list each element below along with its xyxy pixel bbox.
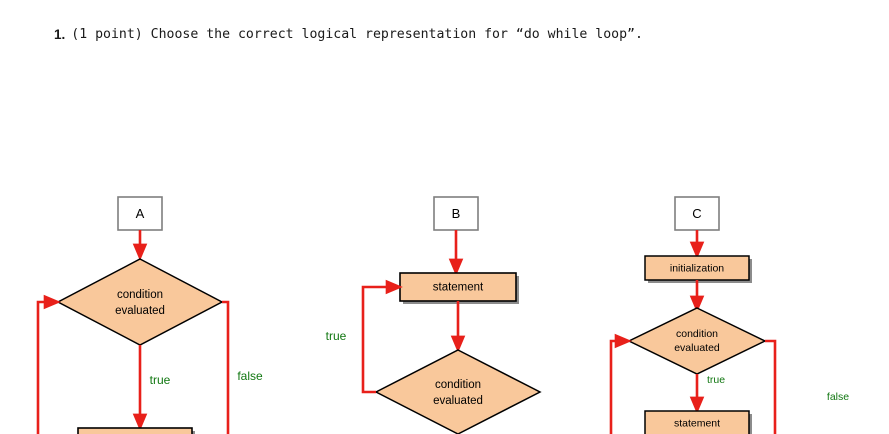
option-a-statement-box: statement xyxy=(77,427,195,434)
option-b-statement-label: statement xyxy=(433,282,484,294)
question-block: 1. (1 point) Choose the correct logical … xyxy=(54,24,754,45)
option-c-condition-line2: evaluated xyxy=(674,342,720,354)
flowchart-option-c[interactable]: C initialization condition evaluated tru… xyxy=(609,196,849,434)
option-a-condition-diamond: condition evaluated xyxy=(56,258,224,346)
option-c-false-label: false xyxy=(827,391,849,403)
option-b-statement-box: statement xyxy=(399,272,519,304)
option-b-true-loop-arrow xyxy=(361,279,403,394)
option-b-condition-line1: condition xyxy=(435,379,481,391)
option-c-tag: C xyxy=(674,196,720,231)
option-c-false-arrow xyxy=(765,339,777,434)
option-a-false-arrow xyxy=(222,300,230,434)
question-text: (1 point) Choose the correct logical rep… xyxy=(71,27,643,42)
option-a-tag-label: A xyxy=(136,206,145,221)
question-number: 1. xyxy=(54,27,66,42)
flowchart-option-a[interactable]: A condition evaluated true statement fal… xyxy=(36,196,263,434)
option-c-loop-back-arrow xyxy=(609,333,632,434)
option-a-loop-back-arrow xyxy=(36,294,61,434)
option-b-tag: B xyxy=(433,196,479,231)
option-c-condition-diamond: condition evaluated xyxy=(627,307,767,375)
option-c-condition-line1: condition xyxy=(676,328,718,340)
flowchart-options-area: A condition evaluated true statement fal… xyxy=(0,92,889,434)
option-b-true-label: true xyxy=(326,329,347,343)
option-b-tag-label: B xyxy=(452,206,461,221)
option-c-tag-label: C xyxy=(692,206,701,221)
option-a-false-label: false xyxy=(237,369,263,383)
option-c-statement-label: statement xyxy=(674,417,720,429)
option-a-condition-line1: condition xyxy=(117,289,163,301)
option-b-condition-line2: evaluated xyxy=(433,395,483,407)
flowchart-option-b[interactable]: B statement condition evaluated true fal… xyxy=(326,196,542,434)
option-a-condition-line2: evaluated xyxy=(115,305,165,317)
option-c-statement-box: statement xyxy=(644,410,752,434)
option-a-true-label: true xyxy=(150,373,171,387)
option-b-condition-diamond: condition evaluated xyxy=(374,349,542,434)
option-c-true-label: true xyxy=(707,374,725,386)
question-row: 1. (1 point) Choose the correct logical … xyxy=(54,24,754,45)
option-c-initialization-box: initialization xyxy=(644,255,752,283)
option-c-initialization-label: initialization xyxy=(670,262,724,274)
option-a-tag: A xyxy=(117,196,163,231)
